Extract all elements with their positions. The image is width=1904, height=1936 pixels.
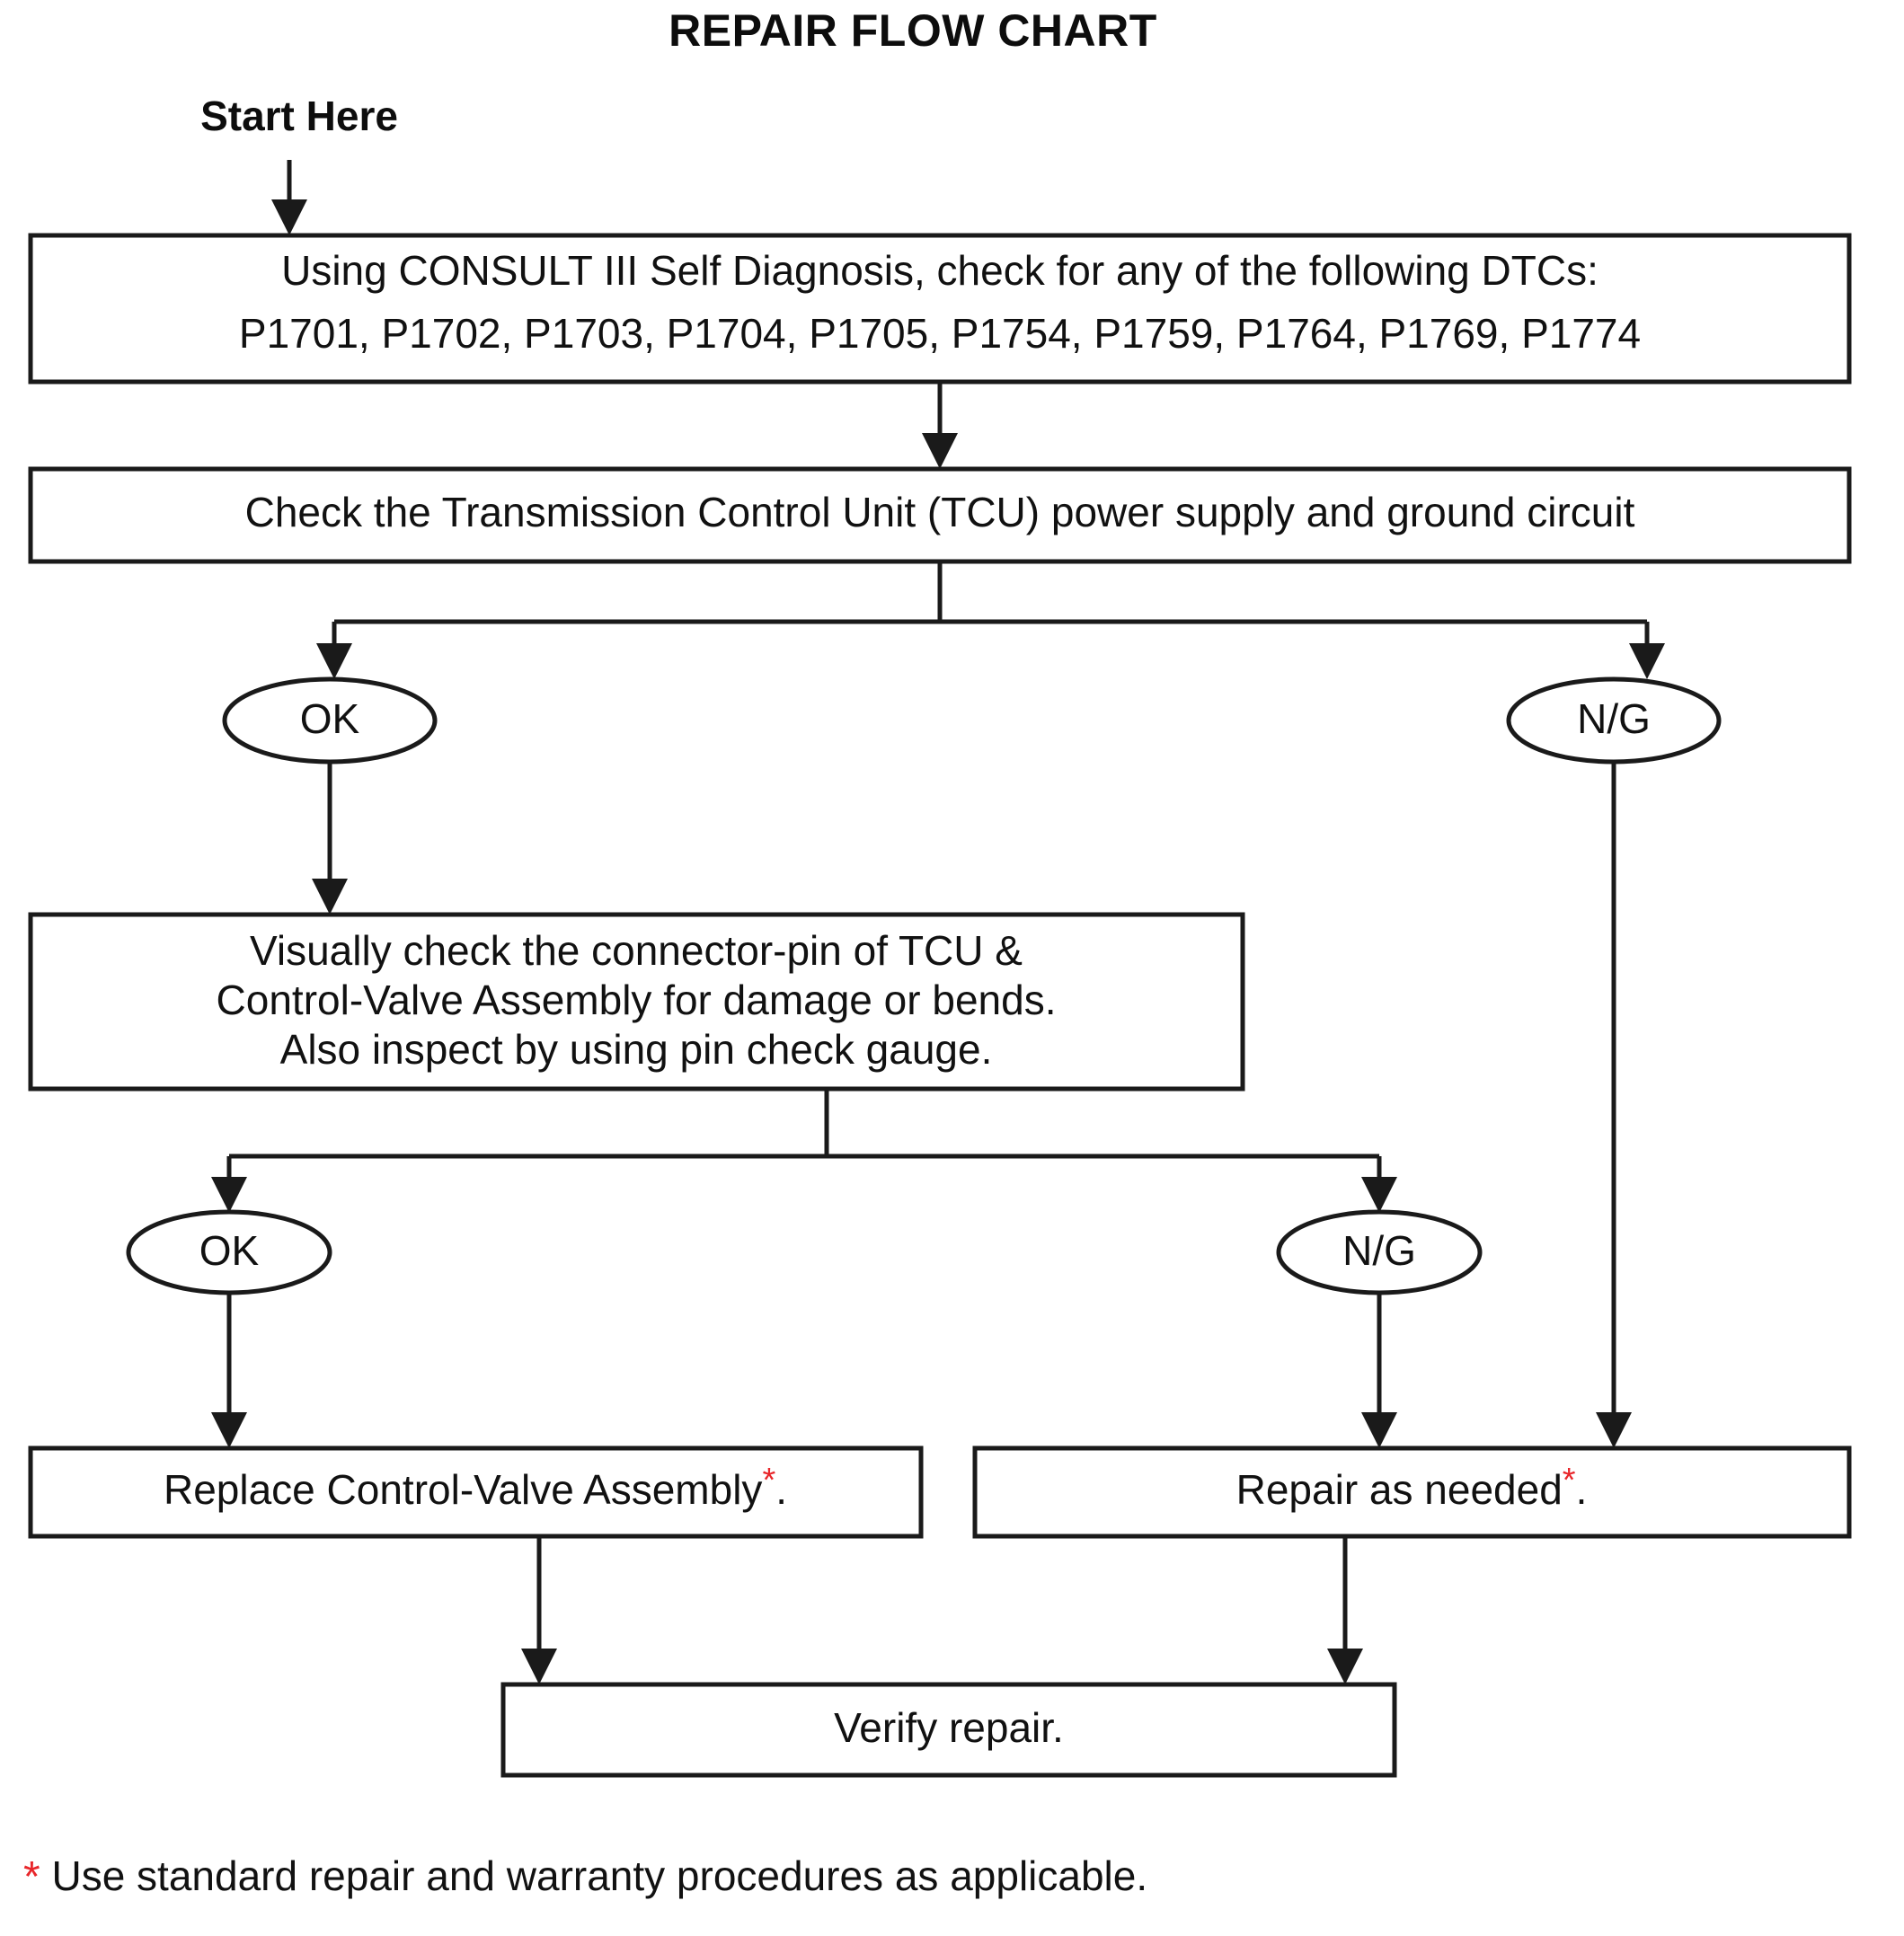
visual-check-line3: Also inspect by using pin check gauge.	[280, 1026, 993, 1073]
node-visual-check: Visually check the connector-pin of TCU …	[28, 912, 1245, 1092]
edge-visual-ng-to-repair	[1361, 1293, 1397, 1448]
edge-tcu-power-branch	[316, 561, 1665, 679]
replace-valve-suffix: .	[775, 1466, 787, 1513]
decision-power-ng: N/G	[1506, 676, 1722, 765]
node-verify-repair: Verify repair.	[500, 1682, 1397, 1778]
repair-needed-asterisk: *	[1563, 1462, 1576, 1499]
decision-power-ok: OK	[222, 676, 438, 765]
footnote-text: Use standard repair and warranty procedu…	[51, 1852, 1147, 1899]
decision-visual-ng: N/G	[1276, 1209, 1483, 1295]
replace-valve-asterisk: *	[762, 1462, 775, 1499]
page-title: REPAIR FLOW CHART	[669, 5, 1157, 56]
repair-needed-suffix: .	[1576, 1466, 1588, 1513]
edge-power-ok-to-visual-check	[312, 762, 348, 915]
repair-needed-label: Repair as needed	[1236, 1466, 1563, 1513]
edge-start-to-dtc	[271, 160, 307, 235]
decision-visual-ok: OK	[126, 1209, 332, 1295]
edge-dtc-to-tcu-power	[922, 382, 958, 469]
replace-valve-text: Replace Control-Valve Assembly*.	[164, 1462, 787, 1513]
tcu-power-line1: Check the Transmission Control Unit (TCU…	[245, 489, 1635, 535]
decision-visual-ng-label: N/G	[1342, 1227, 1416, 1274]
decision-power-ok-label: OK	[300, 695, 360, 742]
edge-replace-to-verify	[521, 1536, 557, 1684]
visual-check-line2: Control-Valve Assembly for damage or ben…	[217, 977, 1057, 1023]
edge-repair-to-verify	[1327, 1536, 1363, 1684]
dtc-check-line2: P1701, P1702, P1703, P1704, P1705, P1754…	[239, 310, 1641, 357]
replace-valve-label: Replace Control-Valve Assembly	[164, 1466, 762, 1513]
node-repair-as-needed: Repair as needed*.	[972, 1445, 1852, 1539]
edge-visual-check-branch	[211, 1089, 1397, 1213]
node-dtc-check: Using CONSULT III Self Diagnosis, check …	[28, 233, 1852, 385]
edge-visual-ok-to-replace	[211, 1293, 247, 1448]
decision-visual-ok-label: OK	[199, 1227, 260, 1274]
decision-power-ng-label: N/G	[1577, 695, 1651, 742]
node-replace-control-valve: Replace Control-Valve Assembly*.	[28, 1445, 924, 1539]
footnote-asterisk: *	[23, 1853, 40, 1901]
visual-check-line1: Visually check the connector-pin of TCU …	[250, 927, 1023, 974]
verify-repair-label: Verify repair.	[834, 1704, 1064, 1751]
node-tcu-power-check: Check the Transmission Control Unit (TCU…	[28, 466, 1852, 564]
start-here-label: Start Here	[200, 93, 398, 139]
dtc-check-line1: Using CONSULT III Self Diagnosis, check …	[281, 247, 1598, 294]
edge-power-ng-to-repair	[1596, 762, 1632, 1448]
footnote: * Use standard repair and warranty proce…	[23, 1852, 1147, 1901]
repair-needed-text: Repair as needed*.	[1236, 1462, 1588, 1513]
